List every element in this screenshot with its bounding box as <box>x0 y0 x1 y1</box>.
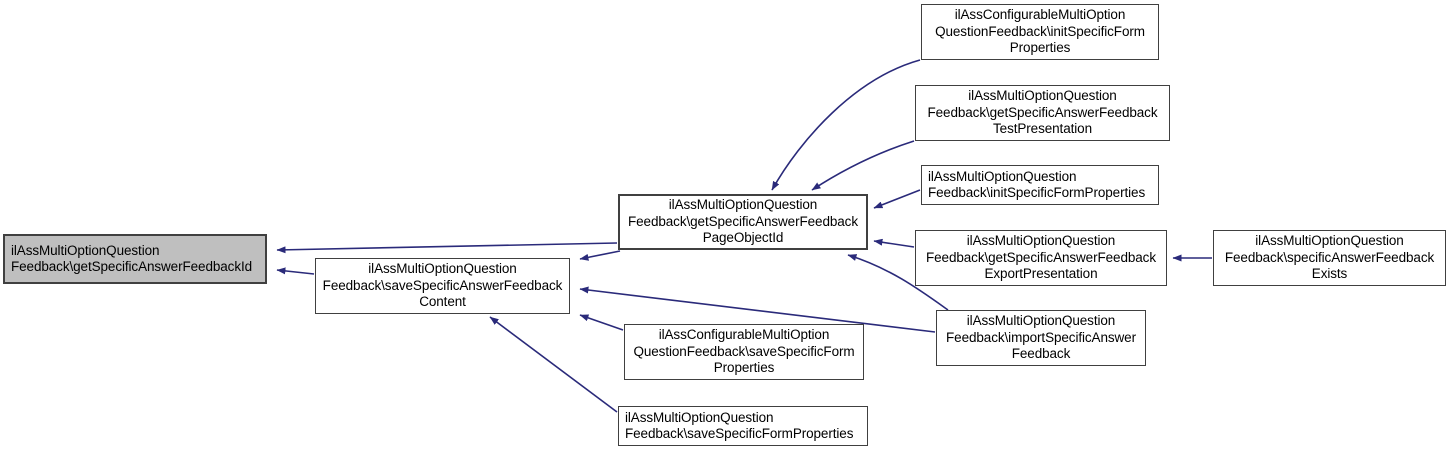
node-label: ilAssMultiOptionQuestion Feedback\getSpe… <box>926 233 1156 282</box>
node-specific-answer-feedback-exists[interactable]: ilAssMultiOptionQuestion Feedback\specif… <box>1213 230 1446 286</box>
node-label: ilAssConfigurableMultiOption QuestionFee… <box>633 327 855 376</box>
edge-pageobjectid-to-content <box>579 250 621 261</box>
node-import-specific-answer-feedback[interactable]: ilAssMultiOptionQuestion Feedback\import… <box>936 310 1146 366</box>
node-save-specific-answer-feedback-content[interactable]: ilAssMultiOptionQuestion Feedback\saveSp… <box>315 258 570 314</box>
node-label: ilAssMultiOptionQuestion Feedback\import… <box>946 313 1136 362</box>
node-configurable-init-specific-form-properties[interactable]: ilAssConfigurableMultiOption QuestionFee… <box>921 4 1159 60</box>
node-label: ilAssMultiOptionQuestion Feedback\saveSp… <box>322 261 563 310</box>
edge-initform-to-pageobjectid <box>873 189 921 209</box>
node-label: ilAssMultiOptionQuestion Feedback\getSpe… <box>628 197 858 246</box>
edge-exportpresentation-to-pageobjectid <box>873 238 915 248</box>
node-label: ilAssMultiOptionQuestion Feedback\getSpe… <box>11 242 253 275</box>
edge-testpresentation-to-pageobjectid <box>811 140 915 191</box>
edge-configurable-initform-to-pageobjectid <box>771 59 921 191</box>
node-label: ilAssMultiOptionQuestion Feedback\specif… <box>1224 233 1435 282</box>
node-get-specific-answer-feedback-page-object-id[interactable]: ilAssMultiOptionQuestion Feedback\getSpe… <box>618 194 868 250</box>
edge-content-to-feedbackid <box>276 267 315 275</box>
node-label: ilAssMultiOptionQuestion Feedback\getSpe… <box>927 88 1158 137</box>
edge-configurable-saveform-to-content <box>579 314 624 331</box>
node-save-specific-form-properties[interactable]: ilAssMultiOptionQuestion Feedback\saveSp… <box>618 406 868 446</box>
edge-saveform-to-content <box>489 316 618 413</box>
node-label: ilAssMultiOptionQuestion Feedback\initSp… <box>928 168 1146 201</box>
node-get-specific-answer-feedback-test-presentation[interactable]: ilAssMultiOptionQuestion Feedback\getSpe… <box>915 85 1170 141</box>
node-label: ilAssMultiOptionQuestion Feedback\saveSp… <box>625 409 854 442</box>
node-init-specific-form-properties[interactable]: ilAssMultiOptionQuestion Feedback\initSp… <box>921 165 1159 205</box>
node-get-specific-answer-feedback-id[interactable]: ilAssMultiOptionQuestion Feedback\getSpe… <box>3 234 267 284</box>
edge-pageobjectid-to-feedbackid <box>276 242 618 254</box>
node-get-specific-answer-feedback-export-presentation[interactable]: ilAssMultiOptionQuestion Feedback\getSpe… <box>915 230 1167 286</box>
node-configurable-save-specific-form-properties[interactable]: ilAssConfigurableMultiOption QuestionFee… <box>624 324 864 380</box>
node-label: ilAssConfigurableMultiOption QuestionFee… <box>935 7 1145 56</box>
